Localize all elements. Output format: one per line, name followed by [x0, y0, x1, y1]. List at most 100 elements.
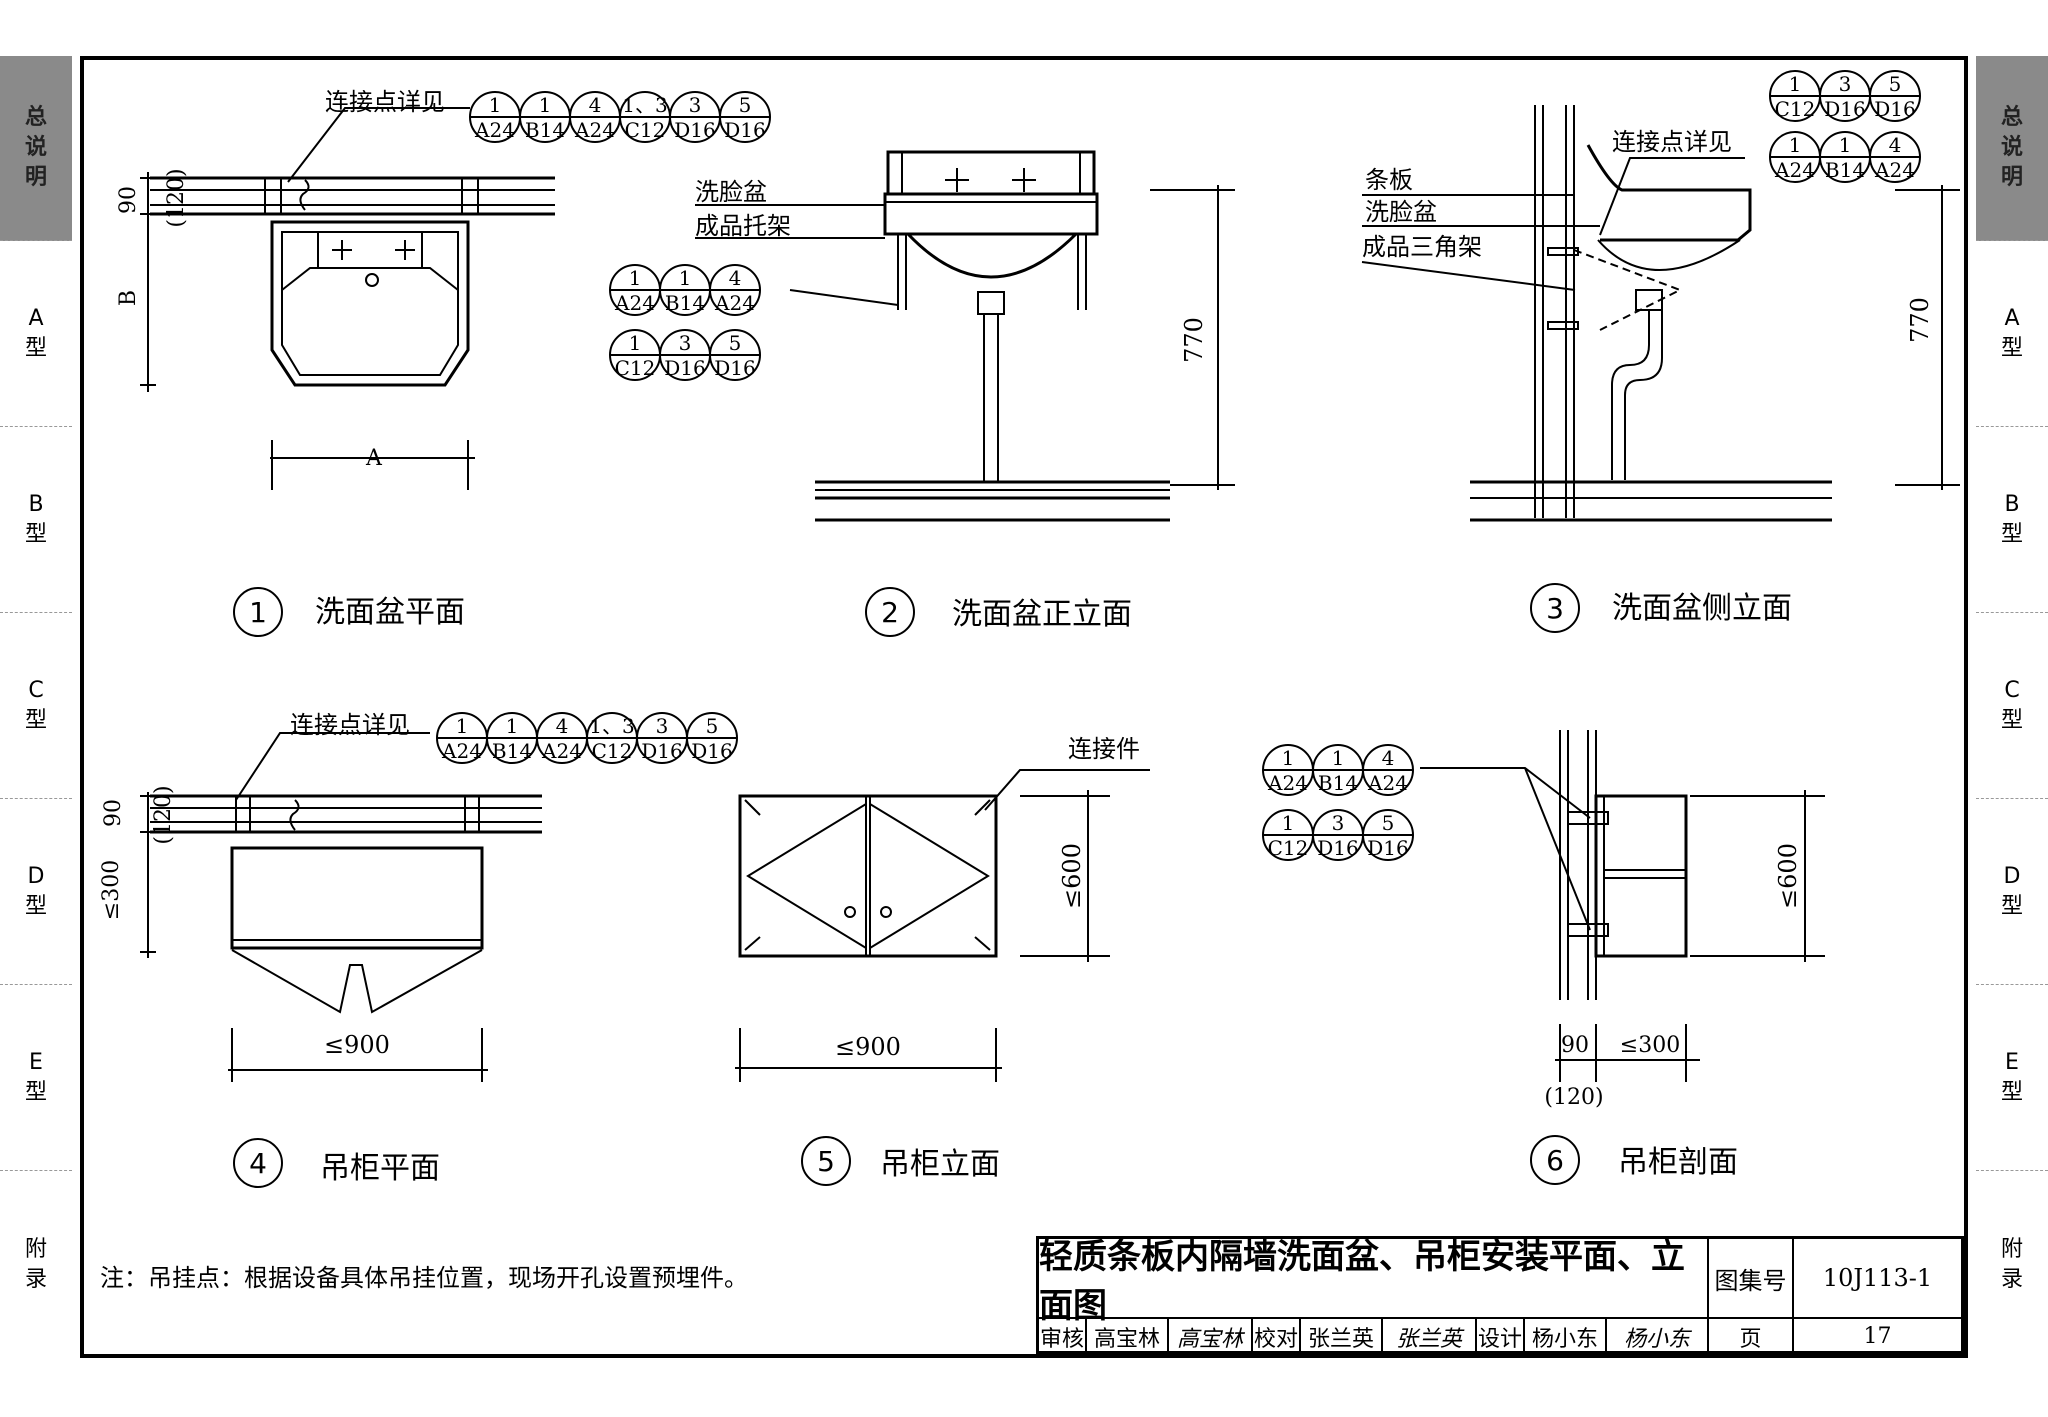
detail-title: 洗面盆平面: [315, 595, 465, 630]
reviewer-name: 高宝林: [1087, 1319, 1169, 1354]
design-label: 设计: [1477, 1319, 1525, 1354]
detail-number: 3: [1546, 592, 1564, 625]
reference-sheet-number: A24: [1367, 771, 1408, 795]
reference-sheet-number: A24: [541, 739, 582, 763]
detail-3-drawing: [1361, 105, 1960, 522]
detail-5-drawing: [735, 769, 1150, 1082]
reference-detail-number: 1: [629, 266, 642, 290]
detail-number: 2: [881, 596, 899, 629]
reference-detail-number: 1: [629, 331, 642, 355]
reference-detail-number: 1: [679, 266, 692, 290]
tab-char: C: [2004, 677, 2020, 703]
tab-char: A: [28, 305, 44, 331]
tab-char: 型: [2000, 1079, 2023, 1105]
reference-sheet-number: A24: [614, 291, 655, 315]
callout-circle: [233, 587, 283, 637]
detail-1-drawing: [140, 107, 555, 490]
tab-general[interactable]: 总说明: [0, 56, 72, 241]
reference-sheet-number: D16: [691, 739, 732, 763]
drawing-frame: [80, 56, 1968, 1358]
detail-title: 吊柜立面: [880, 1147, 1000, 1182]
dim-le600: ≤600: [1774, 843, 1802, 909]
dim-le300: ≤300: [99, 860, 124, 920]
reference-sheet-number: A24: [1874, 158, 1915, 182]
dim-90: 90: [116, 186, 141, 214]
detail-number: 4: [249, 1147, 267, 1180]
reference-detail-number: 3: [1839, 72, 1852, 96]
reference-sheet-number: D16: [714, 356, 755, 380]
tab-char: 附: [2000, 1236, 2023, 1262]
reference-detail-number: 3: [656, 714, 669, 738]
dim-770: 770: [1180, 317, 1208, 363]
tab-appendix[interactable]: 附录: [0, 1171, 72, 1358]
tab-char: 说: [2000, 135, 2023, 160]
dim-770: 770: [1906, 297, 1934, 343]
tab-char: C: [28, 677, 44, 703]
callout-circle: [1530, 583, 1580, 633]
tab-char: 明: [24, 165, 47, 190]
designer-name: 杨小东: [1525, 1319, 1607, 1354]
reference-sheet-number: D16: [724, 118, 765, 142]
reference-detail-number: 1: [1789, 133, 1802, 157]
tab-char: B: [2004, 491, 2020, 517]
check-label: 校对: [1253, 1319, 1301, 1354]
reference-sheet-number: B14: [665, 291, 705, 315]
label-basin: 洗脸盆: [1365, 198, 1437, 226]
reviewer-signature: 高宝林: [1169, 1319, 1253, 1354]
tab-char: 型: [2000, 893, 2023, 919]
reference-sheet-number: D16: [1317, 836, 1358, 860]
detail-title: 洗面盆侧立面: [1612, 591, 1792, 626]
reference-detail-number: 1、3: [622, 93, 667, 117]
page-label: 页: [1709, 1319, 1794, 1354]
reference-detail-number: 3: [689, 93, 702, 117]
reference-detail-number: 5: [706, 714, 719, 738]
reference-sheet-number: D16: [674, 118, 715, 142]
label-connection-detail: 连接点详见: [325, 88, 445, 116]
reference-sheet-number: B14: [1825, 158, 1865, 182]
page-number: 17: [1863, 1324, 1892, 1349]
reference-bubbles: 1A241B144A241、3C123D165D161A241B144A241、…: [436, 70, 1921, 861]
dim-le900: ≤900: [835, 1033, 901, 1061]
detail-number: 6: [1546, 1144, 1564, 1177]
checker-signature: 张兰英: [1383, 1319, 1477, 1354]
tab-char: E: [29, 1049, 43, 1075]
detail-2-drawing: [695, 150, 1235, 522]
tab-char: 总: [2000, 105, 2023, 130]
checker-name: 张兰英: [1301, 1319, 1383, 1354]
detail-6-drawing: [1420, 730, 1825, 1082]
tab-char: 总: [24, 105, 47, 130]
reference-detail-number: 3: [1332, 811, 1345, 835]
callout-circle: [865, 587, 915, 637]
reference-detail-number: 4: [1889, 133, 1902, 157]
reference-sheet-number: A24: [1267, 771, 1308, 795]
reference-sheet-number: B14: [492, 739, 532, 763]
label-connection-detail: 连接点详见: [1612, 128, 1732, 156]
title-block: 轻质条板内隔墙洗面盆、吊柜安装平面、立面图 图集号 10J113-1 审核 高宝…: [1036, 1236, 1964, 1354]
tab-general[interactable]: 总说明: [1976, 56, 2048, 241]
tab-appendix[interactable]: 附录: [1976, 1171, 2048, 1358]
